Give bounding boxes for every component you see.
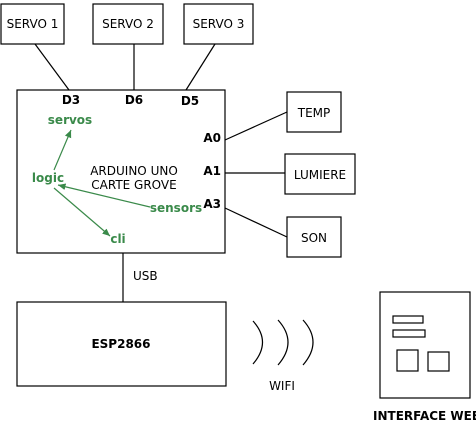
son-label: SON	[301, 231, 327, 245]
servo-2-box	[92, 3, 164, 45]
pin-d5-label: D5	[181, 94, 199, 108]
arduino-board: D3 D6 D5 A0 A1 A3 ARDUINO UNO CARTE GROV…	[16, 89, 226, 254]
pin-d3-label: D3	[62, 93, 80, 107]
lumiere-node: LUMIERE	[284, 153, 356, 195]
servo-1-wire	[34, 43, 70, 91]
web-mock-square-2	[427, 351, 450, 372]
temp-node: TEMP	[286, 91, 342, 133]
logic-to-cli-arrow	[53, 187, 111, 237]
sensors-to-logic-arrow	[57, 183, 151, 208]
arduino-title-line2: CARTE GROVE	[91, 178, 176, 192]
web-interface-node	[379, 291, 471, 399]
lumiere-label: LUMIERE	[294, 168, 346, 182]
sensors-module-label: sensors	[150, 201, 202, 215]
servo-3-node: SERVO 3	[183, 3, 254, 45]
temp-box	[286, 91, 342, 133]
web-interface-label: INTERFACE WEB	[373, 409, 476, 422]
wifi-wave-3	[302, 319, 314, 366]
pin-d6-label: D6	[125, 93, 143, 107]
esp-label: ESP2866	[91, 337, 150, 351]
logic-to-servos-arrow	[53, 129, 72, 171]
web-mock-square-1	[396, 349, 419, 372]
servo-1-label: SERVO 1	[7, 17, 59, 31]
servos-module-label: servos	[48, 113, 92, 127]
servo-1-box	[0, 3, 65, 45]
pin-a0-label: A0	[203, 131, 221, 145]
servo-2-node: SERVO 2	[92, 3, 164, 45]
servo-3-label: SERVO 3	[193, 17, 245, 31]
servo-1-node: SERVO 1	[0, 3, 65, 45]
wifi-wave-1	[252, 320, 264, 365]
cli-module-label: cli	[110, 232, 125, 246]
logic-module-label: logic	[32, 171, 64, 185]
wifi-wave-2	[277, 319, 289, 366]
son-wire	[224, 207, 288, 238]
esp-node: ESP2866	[16, 301, 227, 387]
wifi-label: WIFI	[269, 379, 295, 393]
son-box	[286, 216, 342, 258]
servo-3-wire	[185, 43, 216, 91]
temp-label: TEMP	[297, 106, 331, 120]
usb-label: USB	[133, 269, 158, 283]
arduino-box	[16, 89, 226, 254]
wifi-icon	[252, 319, 314, 366]
esp-box	[16, 301, 227, 387]
servo-3-box	[183, 3, 254, 45]
pin-a3-label: A3	[203, 197, 221, 211]
web-interface-frame	[379, 291, 471, 399]
lumiere-box	[284, 153, 356, 195]
temp-wire	[224, 111, 288, 141]
web-mock-bar-1	[392, 315, 424, 324]
pin-a1-label: A1	[203, 164, 221, 178]
son-node: SON	[286, 216, 342, 258]
servo-2-label: SERVO 2	[102, 17, 154, 31]
web-mock-bar-2	[392, 329, 426, 338]
arduino-title-line1: ARDUINO UNO	[90, 164, 178, 178]
